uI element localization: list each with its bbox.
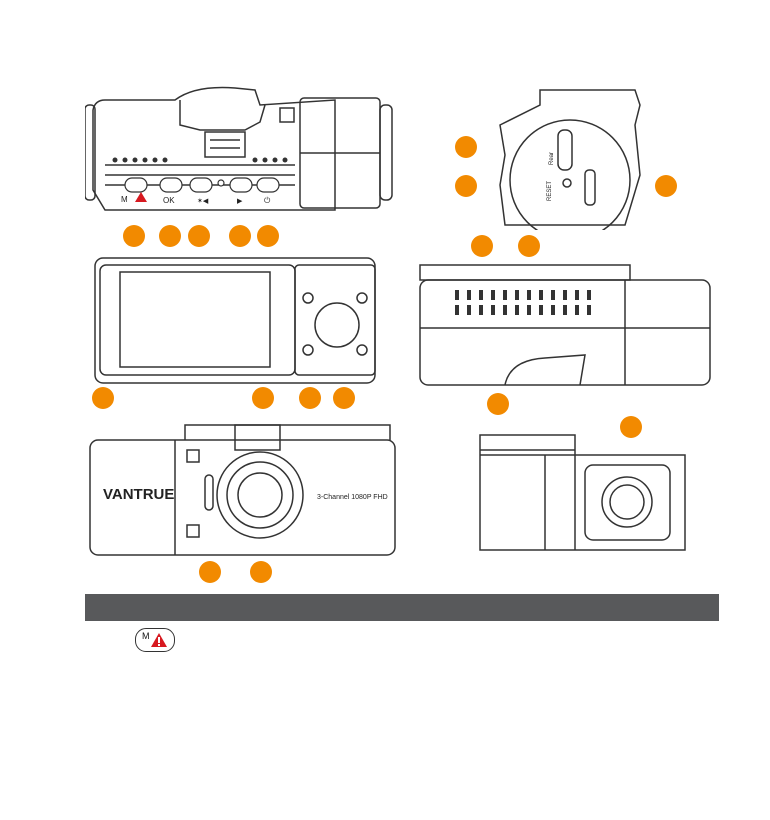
svg-text:⏻: ⏻ xyxy=(264,196,271,205)
mode-emergency-key-icon: M xyxy=(135,628,175,652)
callout-marker xyxy=(159,225,181,247)
back-view-figure xyxy=(90,250,390,390)
callout-marker xyxy=(188,225,210,247)
callout-marker xyxy=(620,416,642,438)
rear-label: Rear xyxy=(549,152,555,165)
top-view-drawing: M OK ✶◀ ▶ ⏻ xyxy=(85,80,395,215)
mount-view-drawing xyxy=(415,260,720,390)
reset-label: RESET xyxy=(547,181,553,201)
svg-text:✶◀: ✶◀ xyxy=(197,197,209,205)
rear-camera-drawing: RESET Rear xyxy=(495,85,645,230)
callout-marker xyxy=(92,387,114,409)
rear-lens-figure xyxy=(475,430,690,555)
callout-marker xyxy=(471,235,493,257)
front-view-drawing: VANTRUE 3-Channel 1080P FHD xyxy=(85,415,405,560)
callout-marker xyxy=(487,393,509,415)
callout-marker xyxy=(455,136,477,158)
callout-marker xyxy=(123,225,145,247)
callout-marker xyxy=(455,175,477,197)
vantrue-logo: VANTRUE xyxy=(103,486,174,503)
mode-key-letter: M xyxy=(142,631,150,641)
callout-marker xyxy=(333,387,355,409)
section-header-bar xyxy=(85,594,719,621)
callout-marker xyxy=(257,225,279,247)
back-view-drawing xyxy=(90,250,390,390)
svg-text:OK: OK xyxy=(163,196,175,205)
callout-marker xyxy=(199,561,221,583)
callout-marker xyxy=(299,387,321,409)
callout-marker xyxy=(252,387,274,409)
front-view-figure: VANTRUE 3-Channel 1080P FHD xyxy=(85,415,405,560)
feature-label: 3-Channel 1080P FHD xyxy=(317,494,388,501)
svg-text:M: M xyxy=(121,195,128,204)
rear-lens-drawing xyxy=(475,430,690,555)
mount-view-figure xyxy=(415,260,720,390)
callout-marker xyxy=(250,561,272,583)
top-view-figure: M OK ✶◀ ▶ ⏻ xyxy=(85,80,395,215)
svg-text:▶: ▶ xyxy=(237,198,243,205)
callout-marker xyxy=(518,235,540,257)
rear-camera-figure: RESET Rear xyxy=(495,85,645,230)
emergency-icon xyxy=(150,632,168,648)
callout-marker xyxy=(229,225,251,247)
callout-marker xyxy=(655,175,677,197)
